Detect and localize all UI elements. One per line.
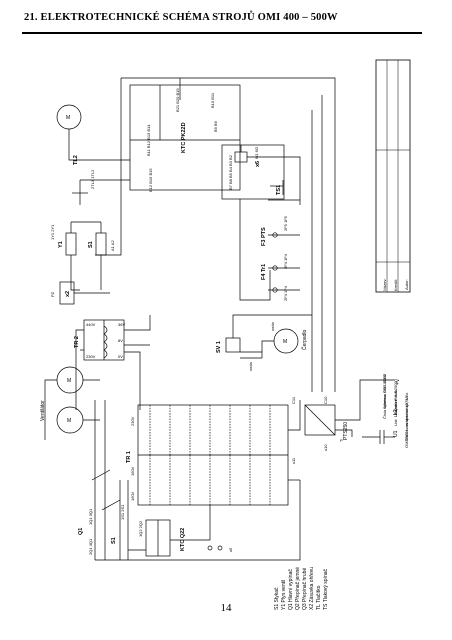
tr2-v3: 230V xyxy=(86,354,96,359)
u1-label: U1 xyxy=(393,430,399,437)
x6-terms: 6/1 6/2 xyxy=(254,146,259,159)
ventilator-label: Ventilátor xyxy=(40,400,46,421)
legend-item: Y1 Plyn.ventil xyxy=(281,580,287,610)
f4-terms-2: 2F4 1F4 xyxy=(283,285,288,301)
info-right-1: Čísla výkresu: SS 1 2002 xyxy=(382,373,387,419)
info-label-name: Název: xyxy=(382,279,387,291)
controller-terms-top2: B10 B11 xyxy=(210,92,215,108)
p-label: P xyxy=(340,438,343,443)
f4-tr1-label: F4 Tr1 xyxy=(261,264,267,280)
controller-terms-left: B11 B12 B13 B14 xyxy=(146,124,151,156)
page-title: 21. ELEKTROTECHNICKÉ SCHÉMA STROJŮ OMI 4… xyxy=(24,12,338,23)
legend: S1 Stykač Y1 Plyn.ventil Q1 Hlavní vypín… xyxy=(274,567,329,610)
controller-terms-right: B7 B8 B5 B4 B3 B2 xyxy=(228,154,233,190)
l2-label: L2 xyxy=(393,409,399,415)
a-terms-label: A1 A2 xyxy=(110,240,115,251)
voda-label: voda xyxy=(248,362,253,371)
bottom-terms: 1Q2 2Q2 xyxy=(138,520,143,537)
legend-item: TS Tlakový spínač xyxy=(323,568,329,610)
sv1-label: SV 1 xyxy=(216,341,222,353)
x2-pz-label: PZ xyxy=(50,291,55,297)
tr2-v5: 0V xyxy=(118,354,123,359)
q1-terms-2: 2Q1 4Q1 xyxy=(88,538,93,555)
tr2-v4: 8V xyxy=(118,338,123,343)
motor-v1-label: M xyxy=(67,378,71,384)
c11-label: C11 xyxy=(291,396,296,404)
ktc-q22-label: KTC Q22 xyxy=(180,528,186,551)
f3-terms: 2F5 1F5 xyxy=(283,215,288,231)
relay-tl2-label: TL2 xyxy=(73,155,79,165)
controller-terms-9: B9 B9 xyxy=(213,120,218,132)
tr2-v1: 36V xyxy=(118,322,125,327)
s1-terms: 1S1 2S1 xyxy=(120,504,125,520)
motor-top-label: M xyxy=(66,115,70,121)
legend-item: S1 Stykač xyxy=(274,587,280,610)
legend-item: Q3 Přepínač hrubé xyxy=(302,568,308,610)
pump-motor-label: M xyxy=(283,339,287,345)
x6-label: x6 xyxy=(255,161,261,167)
pts250-label: PTS250 xyxy=(343,422,349,440)
info-label-author: Kreslil: xyxy=(393,279,398,291)
y1-terms: 1Y1 2Y1 xyxy=(50,224,55,240)
info-right-3: Tlačí:kové spínání L275/2 xyxy=(404,394,409,441)
s1-label: S1 xyxy=(111,537,117,544)
q1-terms: 1Q1 3Q1 xyxy=(88,508,93,525)
cerpadlo-label: Čerpadlo xyxy=(301,329,308,350)
info-value-author: Zbyněk Pasák xyxy=(393,390,398,415)
y1-label: Y1 xyxy=(58,241,64,248)
controller-box xyxy=(129,84,241,191)
ts1-label: TS1 xyxy=(276,185,282,195)
legend-item: Q1 Hlavní vypínač xyxy=(288,569,294,610)
info-right-2: List: 1/1 Datum: 5.5.2002 xyxy=(393,381,398,426)
info-label-company: Autor: xyxy=(404,279,409,290)
page-number: 14 xyxy=(220,602,232,614)
x11-label: x11 xyxy=(291,457,296,464)
controller-terms-mid: B12 B16 B15 xyxy=(148,168,153,192)
motor-v2-label: M xyxy=(67,418,71,424)
legend-item: X2 Zásuvka ohřevu xyxy=(309,567,315,610)
legend-item: Q2 Přepínač jemné xyxy=(295,567,301,610)
x10-label: x10 xyxy=(323,444,328,451)
legend-item: TL Tlačítko xyxy=(316,585,322,610)
info-table: Název: Schéma OMI 400W Kreslil: Zbyněk P… xyxy=(375,59,411,448)
plus-v-label: +V xyxy=(395,378,401,385)
title-rule xyxy=(22,32,422,34)
f4-terms: 2F4 1F4 xyxy=(283,253,288,269)
tr1-terms-3: 160V xyxy=(130,491,135,501)
tr2-v2: 440V xyxy=(86,322,96,327)
x2-label: x2 xyxy=(65,291,71,297)
x5-label: x5 xyxy=(228,547,233,552)
tr1-label: TR 1 xyxy=(126,451,132,463)
controller-terms-top: B21 B20 B19 xyxy=(175,88,180,112)
voda-label-2: voda xyxy=(270,322,275,331)
controller-label: KTC PK22D xyxy=(181,122,187,153)
c10-label: C10 xyxy=(323,396,328,404)
f3-pts-label: F3 PTS xyxy=(261,227,267,246)
relay-terms-label: 2TL3 1TL2 xyxy=(90,169,95,189)
s1-top-label: S1 xyxy=(88,241,94,248)
tr1-terms-2: 160V xyxy=(130,466,135,476)
tr2-label: TR 2 xyxy=(74,336,80,348)
info-value-company: OMERON - svářecí stroje, s.r.o. xyxy=(404,392,409,448)
tr1-terms: 230V xyxy=(130,416,135,426)
info-value-name: Schéma OMI 400W xyxy=(382,374,387,409)
q1-label: Q1 xyxy=(78,528,84,535)
